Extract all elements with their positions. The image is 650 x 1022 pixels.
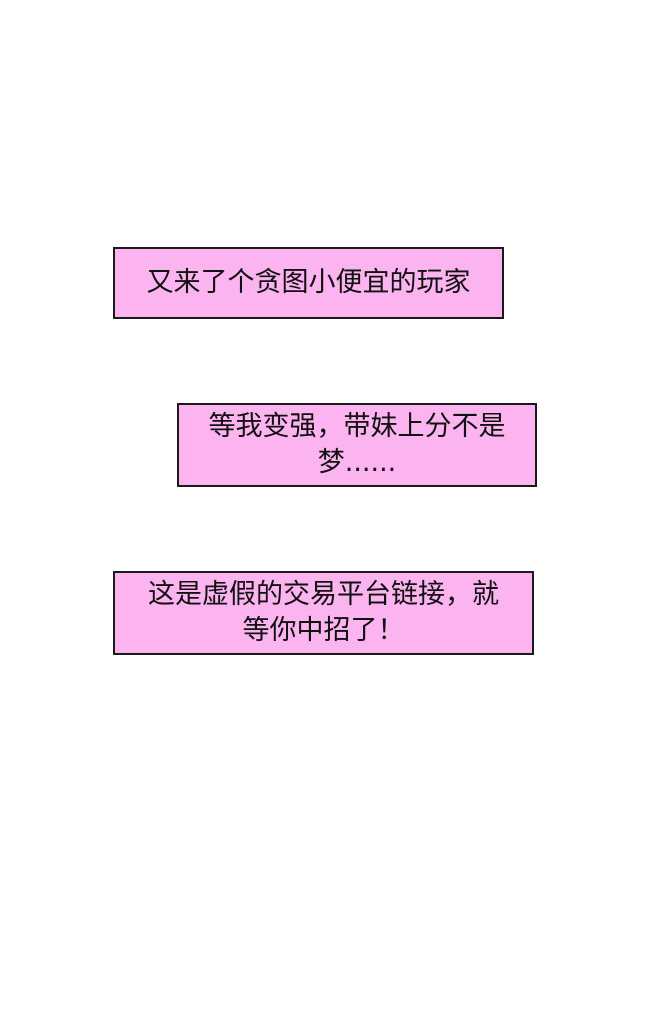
caption-box-2: 等我变强，带妹上分不是 梦...... — [177, 403, 537, 487]
caption-box-3: 这是虚假的交易平台链接，就 等你中招了！ — [113, 571, 534, 655]
caption-text-2: 等我变强，带妹上分不是 梦...... — [208, 411, 506, 478]
caption-box-1: 又来了个贪图小便宜的玩家 — [113, 247, 504, 319]
caption-text-3: 这是虚假的交易平台链接，就 等你中招了！ — [148, 579, 499, 646]
caption-text-1: 又来了个贪图小便宜的玩家 — [146, 267, 471, 298]
